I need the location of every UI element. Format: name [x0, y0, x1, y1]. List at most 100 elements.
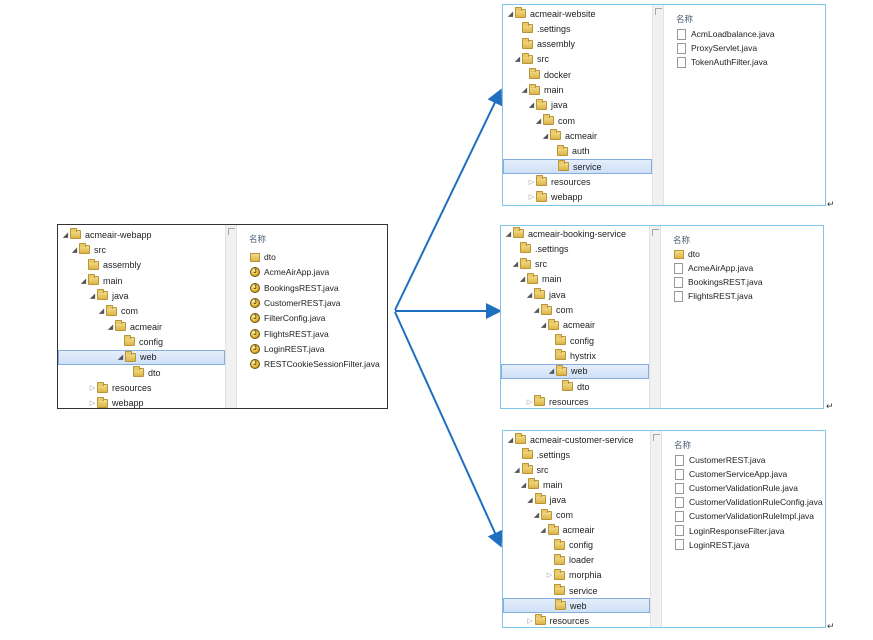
tree-item-dto[interactable]: dto — [58, 365, 225, 380]
expanded-arrow-icon[interactable]: ◢ — [527, 496, 533, 504]
pane-splitter[interactable] — [652, 5, 664, 205]
tree-item-java[interactable]: ◢java — [503, 492, 650, 507]
expanded-arrow-icon[interactable]: ◢ — [542, 132, 549, 140]
tree-item-main[interactable]: ◢main — [501, 272, 649, 287]
tree-item-src[interactable]: ◢src — [501, 257, 649, 272]
tree-item-resources[interactable]: ▷resources — [503, 613, 650, 627]
expanded-arrow-icon[interactable]: ◢ — [107, 323, 114, 331]
tree-item-src[interactable]: ◢src — [58, 242, 225, 257]
expanded-arrow-icon[interactable]: ◢ — [533, 512, 540, 519]
tree-item-main[interactable]: ◢main — [503, 83, 652, 98]
name-column-header[interactable]: 名称 — [249, 234, 267, 244]
tree-item-config[interactable]: config — [503, 538, 650, 553]
collapsed-arrow-icon[interactable]: ▷ — [528, 178, 535, 186]
file-item[interactable]: LoginREST.java — [675, 538, 749, 552]
tree-item-settings[interactable]: .settings — [501, 241, 649, 256]
tree-item-docker[interactable]: docker — [503, 67, 652, 82]
tree-item-java[interactable]: ◢java — [503, 98, 652, 113]
file-item[interactable]: dto — [250, 250, 276, 264]
file-item[interactable]: LoginResponseFilter.java — [675, 524, 784, 538]
file-item[interactable]: ProxyServlet.java — [677, 41, 757, 55]
tree-item-assembly[interactable]: assembly — [503, 37, 652, 52]
expanded-arrow-icon[interactable]: ◢ — [89, 292, 96, 300]
file-item[interactable]: CustomerServiceApp.java — [675, 467, 787, 481]
tree-item-java[interactable]: ◢java — [58, 288, 225, 303]
file-item[interactable]: AcmLoadbalance.java — [677, 27, 775, 41]
tree-item-service[interactable]: service — [503, 159, 652, 174]
pane-splitter[interactable] — [650, 431, 662, 627]
tree-item-acmeair-website[interactable]: ◢acmeair-website — [503, 6, 652, 21]
name-column-header[interactable]: 名称 — [674, 440, 692, 450]
tree-item-config[interactable]: config — [58, 334, 225, 349]
collapsed-arrow-icon[interactable]: ▷ — [526, 398, 533, 406]
expanded-arrow-icon[interactable]: ◢ — [528, 102, 535, 110]
expanded-arrow-icon[interactable]: ◢ — [514, 466, 520, 474]
expanded-arrow-icon[interactable]: ◢ — [526, 291, 533, 299]
tree-item-webapp[interactable]: ▷webapp — [503, 190, 652, 205]
expanded-arrow-icon[interactable]: ◢ — [71, 246, 78, 254]
expanded-arrow-icon[interactable]: ◢ — [519, 276, 526, 284]
name-column-header[interactable]: 名称 — [676, 14, 694, 24]
file-item[interactable]: CustomerREST.java — [675, 453, 766, 467]
tree-item-webapp[interactable]: ▷webapp — [58, 396, 225, 408]
tree-item-src[interactable]: ◢src — [503, 462, 650, 477]
expanded-arrow-icon[interactable]: ◢ — [117, 354, 124, 362]
expanded-arrow-icon[interactable]: ◢ — [62, 231, 69, 239]
tree-item-settings[interactable]: .settings — [503, 447, 650, 462]
tree-item-main[interactable]: ◢main — [503, 477, 650, 492]
expanded-arrow-icon[interactable]: ◢ — [507, 436, 514, 444]
expanded-arrow-icon[interactable]: ◢ — [507, 10, 514, 18]
tree-item-acmeair[interactable]: ◢acmeair — [503, 523, 650, 538]
file-item[interactable]: CustomerValidationRuleConfig.java — [675, 495, 823, 509]
tree-item-web[interactable]: ◢web — [501, 363, 649, 379]
tree-item-resources[interactable]: ▷resources — [58, 381, 225, 396]
file-item[interactable]: BookingsREST.java — [674, 275, 763, 289]
tree-item-src[interactable]: ◢src — [503, 52, 652, 67]
tree-item-hystrix[interactable]: hystrix — [501, 348, 649, 363]
expanded-arrow-icon[interactable]: ◢ — [520, 481, 527, 489]
file-item[interactable]: dto — [674, 247, 700, 261]
tree-item-config[interactable]: config — [501, 333, 649, 348]
file-item[interactable]: CustomerValidationRuleImpl.java — [675, 509, 814, 523]
file-item[interactable]: TokenAuthFilter.java — [677, 55, 768, 69]
expanded-arrow-icon[interactable]: ◢ — [535, 117, 542, 125]
tree-item-resources[interactable]: ▷resources — [503, 174, 652, 189]
tree-item-morphia[interactable]: ▷morphia — [503, 568, 650, 583]
tree-item-acmeair-webapp[interactable]: ◢acmeair-webapp — [58, 227, 225, 242]
expanded-arrow-icon[interactable]: ◢ — [540, 527, 546, 535]
name-column-header[interactable]: 名称 — [673, 235, 691, 245]
expanded-arrow-icon[interactable]: ◢ — [80, 277, 87, 285]
tree-item-com[interactable]: ◢com — [501, 303, 649, 318]
tree-item-resources[interactable]: ▷resources — [501, 394, 649, 408]
pane-splitter[interactable] — [649, 226, 661, 408]
expanded-arrow-icon[interactable]: ◢ — [512, 261, 519, 269]
tree-item-com[interactable]: ◢com — [503, 508, 650, 523]
tree-item-web[interactable]: web — [503, 598, 650, 614]
collapsed-arrow-icon[interactable]: ▷ — [89, 400, 96, 408]
tree-item-acmeair[interactable]: ◢acmeair — [58, 319, 225, 334]
tree-item-acmeair[interactable]: ◢acmeair — [501, 318, 649, 333]
tree-item-com[interactable]: ◢com — [503, 113, 652, 128]
file-item[interactable]: FlightsREST.java — [674, 289, 753, 303]
collapsed-arrow-icon[interactable]: ▷ — [546, 572, 553, 580]
expanded-arrow-icon[interactable]: ◢ — [505, 230, 512, 238]
tree-item-service[interactable]: service — [503, 583, 650, 598]
tree-item-com[interactable]: ◢com — [58, 304, 225, 319]
tree-item-acmeair[interactable]: ◢acmeair — [503, 128, 652, 143]
tree-item-web[interactable]: ◢web — [58, 349, 225, 365]
tree-item-acmeair-booking-service[interactable]: ◢acmeair-booking-service — [501, 226, 649, 241]
collapsed-arrow-icon[interactable]: ▷ — [528, 194, 535, 202]
file-item[interactable]: CustomerValidationRule.java — [675, 481, 798, 495]
tree-item-dto[interactable]: dto — [501, 379, 649, 394]
collapsed-arrow-icon[interactable]: ▷ — [527, 617, 533, 625]
tree-item-main[interactable]: ◢main — [58, 273, 225, 288]
tree-item-acmeair-customer-service[interactable]: ◢acmeair-customer-service — [503, 432, 650, 447]
tree-item-loader[interactable]: loader — [503, 553, 650, 568]
